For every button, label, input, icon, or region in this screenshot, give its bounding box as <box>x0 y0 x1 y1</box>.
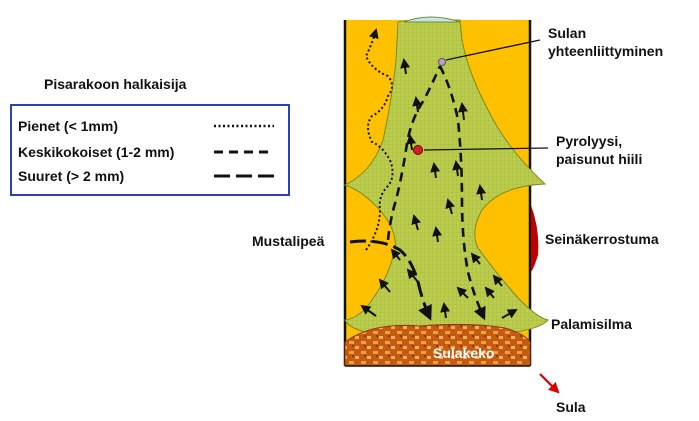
label-smelt: Sula <box>556 399 586 415</box>
gas-flow-arrows <box>360 58 518 319</box>
label-combustion-eye: Palamisilma <box>551 316 632 332</box>
label-wall-deposit: Seinäkerrostuma <box>545 231 659 247</box>
smelt-outlet-arrow <box>539 373 560 394</box>
legend-item-small: Pienet (< 1mm) <box>18 118 118 134</box>
trajectory-medium-2 <box>438 65 486 321</box>
trajectory-large <box>349 239 432 321</box>
legend-item-large: Suuret (> 2 mm) <box>18 168 125 184</box>
smelt-bed <box>344 323 531 367</box>
merging-point <box>438 58 446 66</box>
legend-item-medium: Keskikokoiset (1-2 mm) <box>18 144 175 160</box>
pyrolysis-point <box>413 145 423 155</box>
label-black-liquor: Mustalipeä <box>252 233 325 249</box>
legend-line-samples <box>214 124 274 178</box>
legend-box: Pienet (< 1mm) Keskikokoiset (1-2 mm) Su… <box>10 104 290 196</box>
legend-title: Pisarakoon halkaisija <box>44 76 187 92</box>
label-pyrolysis: Pyrolyysi, paisunut hiili <box>556 133 643 167</box>
label-smelt-bed: Sulakeko <box>433 345 495 361</box>
trajectory-medium-1 <box>386 65 442 241</box>
top-cap <box>403 16 461 23</box>
label-merging: Sulan yhteenliittyminen <box>548 25 664 59</box>
wall-deposit <box>531 205 539 272</box>
